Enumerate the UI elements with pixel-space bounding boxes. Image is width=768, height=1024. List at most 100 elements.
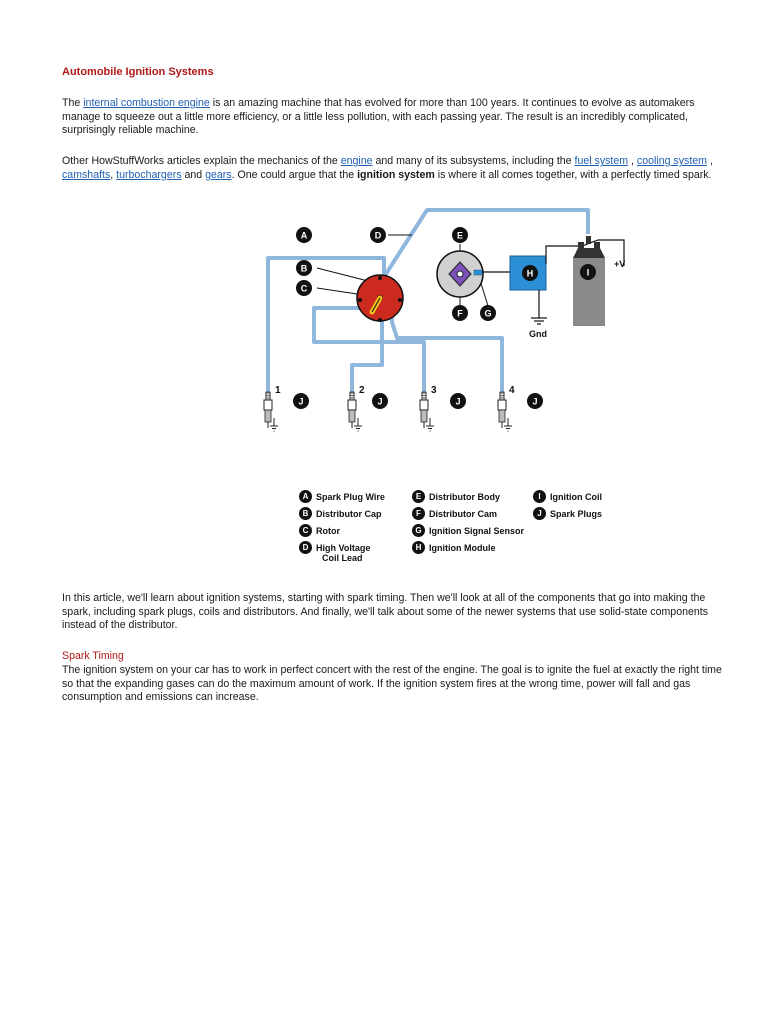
- legend-badge: C: [299, 524, 312, 537]
- ignition-coil: [573, 236, 605, 326]
- legend-item-e: E Distributor Body: [412, 490, 500, 503]
- ground-symbol: [531, 317, 547, 325]
- svg-text:C: C: [301, 284, 308, 294]
- callout-d: D: [370, 227, 386, 243]
- plug-number-4: 4: [509, 385, 515, 396]
- legend-sublabel: Coil Lead: [322, 553, 363, 563]
- link-cooling-system[interactable]: cooling system: [636, 155, 707, 167]
- link-turbochargers[interactable]: turbochargers: [116, 168, 182, 181]
- text-run: is where it all comes together, with a p…: [434, 168, 712, 181]
- callout-j-2: J: [372, 393, 388, 409]
- legend-label: Distributor Body: [429, 492, 500, 502]
- legend-item-h: H Ignition Module: [412, 541, 496, 554]
- legend-badge: G: [412, 524, 425, 537]
- cam-center: [456, 270, 464, 278]
- text-run: . One could argue that the: [231, 168, 358, 181]
- spark-plug-4: 4: [497, 385, 515, 432]
- plug-number-1: 1: [275, 385, 281, 396]
- callout-g: G: [480, 305, 496, 321]
- cap-terminal-left: [358, 298, 362, 302]
- spark-plug-3: 3: [419, 385, 437, 432]
- legend-badge: H: [412, 541, 425, 554]
- legend-label: Ignition Signal Sensor: [429, 526, 525, 536]
- cap-terminal-bottom: [378, 318, 382, 322]
- ground-label: Gnd: [529, 329, 547, 339]
- text-run: ,: [707, 155, 713, 167]
- plug-number-2: 2: [359, 385, 365, 396]
- svg-text:G: G: [484, 309, 491, 319]
- article-title: Automobile Ignition Systems: [62, 66, 214, 78]
- legend-badge: J: [533, 507, 546, 520]
- svg-text:H: H: [527, 269, 534, 279]
- link-camshafts[interactable]: camshafts: [62, 168, 111, 181]
- legend-label: Rotor: [316, 526, 340, 536]
- leader-b: [316, 267, 373, 283]
- text-run: is an amazing machine that has evolved f…: [62, 97, 695, 137]
- distributor-cap: [356, 274, 404, 322]
- legend-label: Ignition Module: [429, 543, 496, 553]
- spark-plug-1: 1: [263, 385, 281, 432]
- plug-number-3: 3: [431, 385, 437, 396]
- bold-ignition-system: ignition system: [357, 168, 435, 181]
- link-fuel-system[interactable]: fuel system: [574, 155, 629, 167]
- legend-item-g: G Ignition Signal Sensor: [412, 524, 524, 537]
- svg-text:E: E: [457, 231, 463, 241]
- voltage-label: +V: [614, 259, 625, 269]
- link-internal-combustion-engine[interactable]: internal combustion engine: [83, 97, 210, 109]
- subsystems-paragraph: Other HowStuffWorks articles explain the…: [62, 155, 722, 182]
- intro-paragraph: The internal combustion engine is an ama…: [62, 97, 722, 138]
- signal-sensor-shape: [473, 269, 483, 276]
- svg-text:D: D: [375, 231, 382, 241]
- spark-timing-paragraph: The ignition system on your car has to w…: [62, 664, 722, 704]
- coil-terminal-left: [578, 242, 584, 248]
- callout-j-4: J: [527, 393, 543, 409]
- legend-item-i: I Ignition Coil: [533, 490, 602, 503]
- spark-plug-wire-3: [312, 306, 426, 392]
- legend-item-a: A Spark Plug Wire: [299, 490, 385, 503]
- legend-label: Spark Plug Wire: [316, 492, 385, 502]
- legend-badge: I: [533, 490, 546, 503]
- coil-terminal-right: [594, 242, 600, 248]
- overview-paragraph: In this article, we'll learn about ignit…: [62, 592, 709, 632]
- legend-item-f: F Distributor Cam: [412, 507, 497, 520]
- text-run: Other HowStuffWorks articles explain the…: [62, 155, 341, 167]
- legend-label: Ignition Coil: [550, 492, 602, 502]
- text-run: and: [181, 168, 206, 181]
- svg-text:B: B: [301, 264, 308, 274]
- callout-c: C: [296, 280, 312, 296]
- svg-text:F: F: [457, 309, 463, 319]
- spark-plugs: 1 2 3 4: [263, 385, 515, 432]
- spark-plug-wire-1: [266, 256, 386, 392]
- svg-text:J: J: [532, 397, 537, 407]
- svg-text:I: I: [587, 268, 590, 278]
- coil-terminal-center: [586, 236, 591, 244]
- link-engine[interactable]: engine: [340, 155, 373, 167]
- legend-label: Spark Plugs: [550, 509, 603, 519]
- callout-a: A: [296, 227, 312, 243]
- legend-item-c: C Rotor: [299, 524, 340, 537]
- legend-badge: F: [412, 507, 425, 520]
- rotor-arm-edge: [371, 297, 381, 313]
- cap-terminal-right: [398, 298, 402, 302]
- spark-plug-2: 2: [347, 385, 365, 432]
- callout-e: E: [452, 227, 468, 243]
- distributor-body: [436, 250, 484, 298]
- legend-badge: D: [299, 541, 312, 554]
- text-run: The: [62, 97, 84, 109]
- legend-label: Distributor Cam: [429, 509, 498, 519]
- legend-badge: E: [412, 490, 425, 503]
- high-voltage-coil-lead: [380, 208, 590, 282]
- section-heading-spark-timing: Spark Timing: [62, 650, 124, 662]
- callout-i: I: [580, 264, 596, 280]
- svg-text:J: J: [298, 397, 303, 407]
- legend-badge: A: [299, 490, 312, 503]
- callout-b: B: [296, 260, 312, 276]
- link-gears[interactable]: gears: [205, 168, 232, 181]
- callout-h: H: [522, 265, 538, 281]
- leader-c: [316, 287, 365, 296]
